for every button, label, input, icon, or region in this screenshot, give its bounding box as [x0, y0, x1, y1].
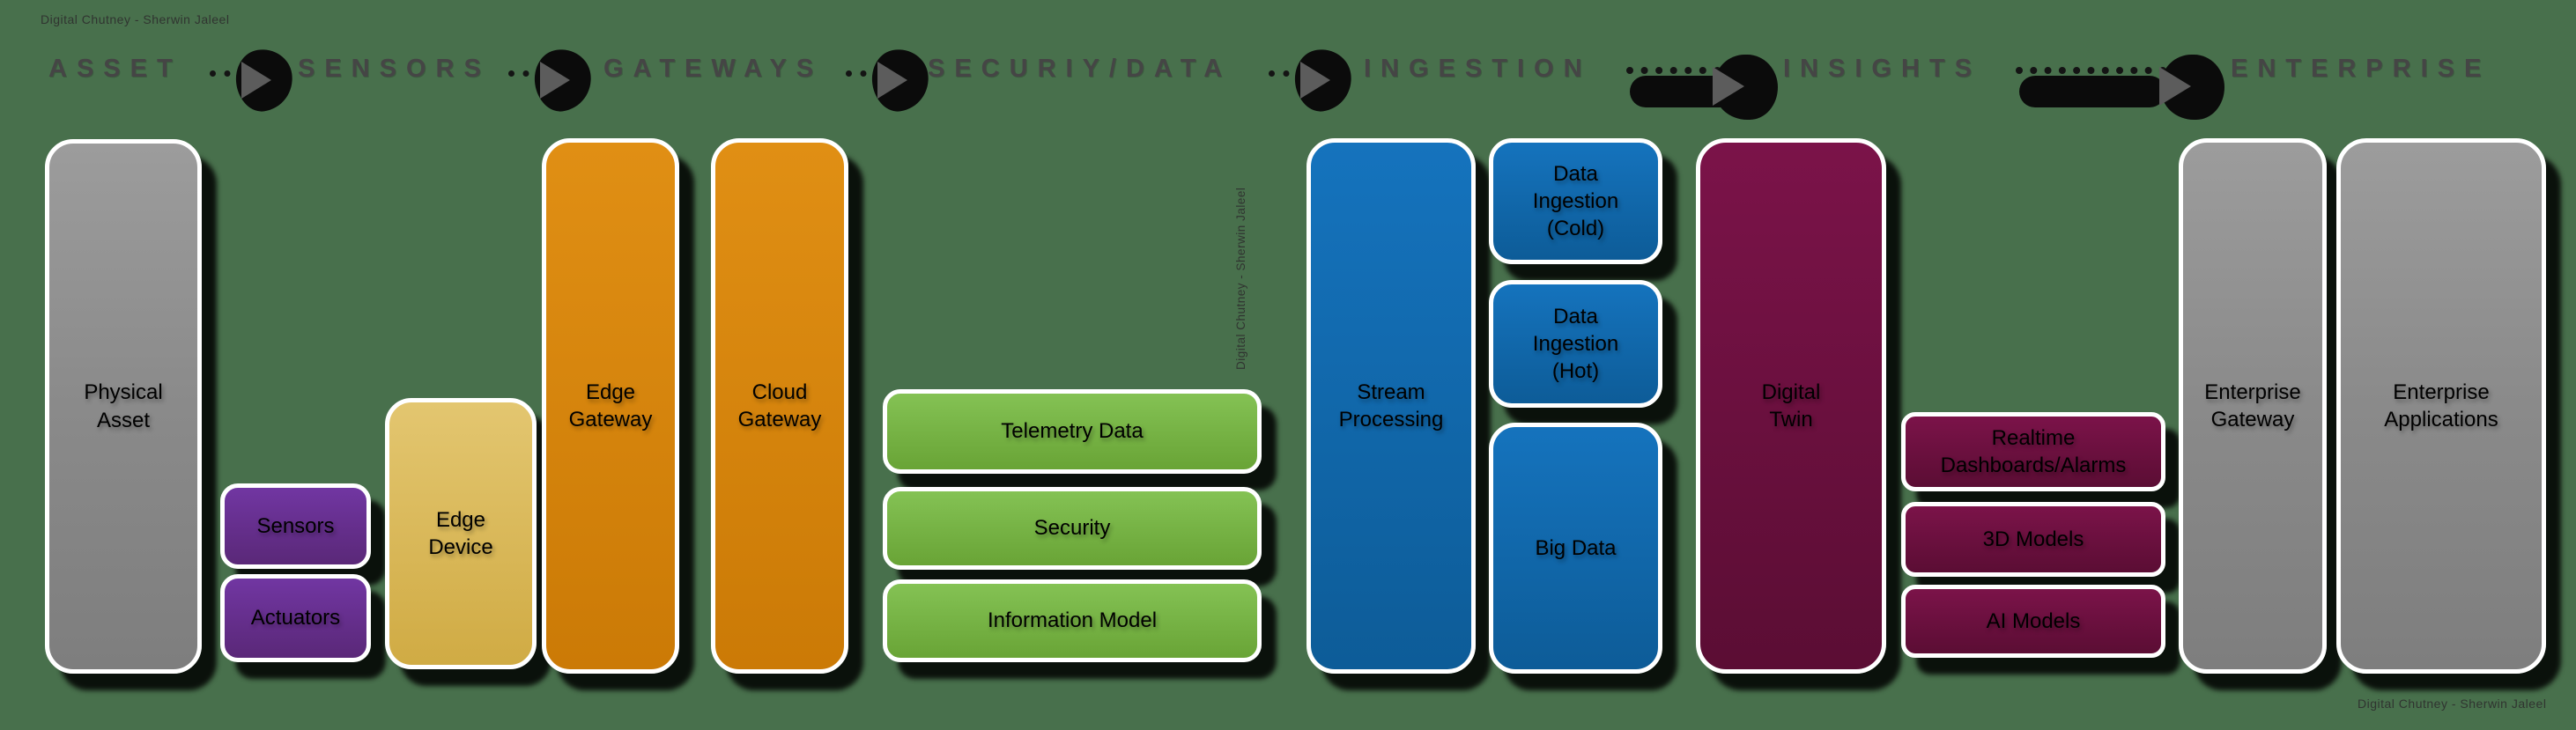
box-enterprise-applications: Enterprise Applications [2336, 138, 2546, 674]
box-label-stream-processing: Stream Processing [1338, 380, 1444, 431]
box-3d-models: 3D Models [1901, 502, 2165, 577]
box-telemetry-data: Telemetry Data [883, 389, 1262, 474]
box-data-ingestion-hot: Data Ingestion (Hot) [1489, 280, 1662, 408]
box-sensors: Sensors [220, 483, 371, 569]
stage-label-securiy-data: SECURIY/DATA [928, 55, 1232, 83]
arrow-icon-5 [1626, 55, 1778, 120]
box-information-model: Information Model [883, 579, 1262, 662]
arrow-icon-4 [1269, 45, 1356, 115]
box-label-security: Security [1033, 516, 1111, 541]
box-security: Security [883, 487, 1262, 570]
box-data-ingestion-cold: Data Ingestion (Cold) [1489, 138, 1662, 264]
stage-label-gateways: GATEWAYS [603, 55, 824, 83]
arrow-icon-6 [2016, 55, 2224, 120]
arrow-dots [2016, 67, 2166, 74]
box-label-3d-models: 3D Models [1982, 527, 2084, 551]
arrow-icon-3 [846, 45, 933, 115]
stage-label-insights: INSIGHTS [1783, 55, 1981, 83]
box-label-enterprise-gateway: Enterprise Gateway [2204, 380, 2301, 431]
stage-label-sensors: SENSORS [298, 55, 491, 83]
arrow-tri [241, 62, 271, 99]
arrow-tri [877, 62, 907, 99]
box-label-actuators: Actuators [250, 606, 341, 630]
box-label-ai-models: AI Models [1986, 608, 2081, 633]
arrow-pill [2019, 76, 2165, 107]
box-edge-gateway: Edge Gateway [542, 138, 679, 674]
box-big-data: Big Data [1489, 423, 1662, 674]
box-label-digital-twin: Digital Twin [1761, 380, 1821, 431]
box-stream-processing: Stream Processing [1307, 138, 1476, 674]
arrow-dots [846, 70, 881, 77]
watermark-bottom: Digital Chutney - Sherwin Jaleel [2358, 697, 2547, 711]
box-ai-models: AI Models [1901, 585, 2165, 658]
arrow-tri [2159, 67, 2191, 106]
arrow-icon-2 [508, 45, 596, 115]
box-label-telemetry-data: Telemetry Data [1001, 419, 1144, 444]
box-actuators: Actuators [220, 574, 371, 662]
box-label-data-ingestion-hot: Data Ingestion (Hot) [1532, 304, 1619, 384]
arrow-tri [540, 62, 570, 99]
arrow-icon-1 [210, 45, 297, 115]
stage-label-enterprise: ENTERPRISE [2231, 55, 2491, 83]
box-label-information-model: Information Model [987, 608, 1158, 633]
box-label-big-data: Big Data [1535, 535, 1617, 560]
box-realtime-dashboards-alarms: Realtime Dashboards/Alarms [1901, 412, 2165, 491]
box-physical-asset: Physical Asset [45, 139, 202, 674]
box-label-sensors: Sensors [256, 513, 335, 538]
arrow-tri [1713, 67, 1744, 106]
box-label-cloud-gateway: Cloud Gateway [737, 380, 822, 431]
box-cloud-gateway: Cloud Gateway [711, 138, 848, 674]
box-label-edge-device: Edge Device [428, 507, 493, 559]
box-edge-device: Edge Device [385, 398, 537, 669]
arrow-tri [1300, 62, 1330, 99]
arrow-dots [1626, 67, 1736, 74]
stage-label-asset: ASSET [48, 55, 182, 83]
box-digital-twin: Digital Twin [1696, 138, 1886, 674]
stage-label-ingestion: INGESTION [1364, 55, 1592, 83]
arrow-dots [508, 70, 544, 77]
arrow-dots [1269, 70, 1304, 77]
box-label-edge-gateway: Edge Gateway [568, 380, 653, 431]
box-label-enterprise-applications: Enterprise Applications [2384, 380, 2498, 431]
arrow-dots [210, 70, 245, 77]
box-label-realtime-dashboards-alarms: Realtime Dashboards/Alarms [1940, 425, 2127, 477]
box-enterprise-gateway: Enterprise Gateway [2179, 138, 2327, 674]
box-label-data-ingestion-cold: Data Ingestion (Cold) [1532, 161, 1619, 241]
watermark-top: Digital Chutney - Sherwin Jaleel [41, 12, 230, 26]
watermark-vertical: Digital Chutney - Sherwin Jaleel [1234, 187, 1247, 370]
box-label-physical-asset: Physical Asset [84, 380, 163, 432]
